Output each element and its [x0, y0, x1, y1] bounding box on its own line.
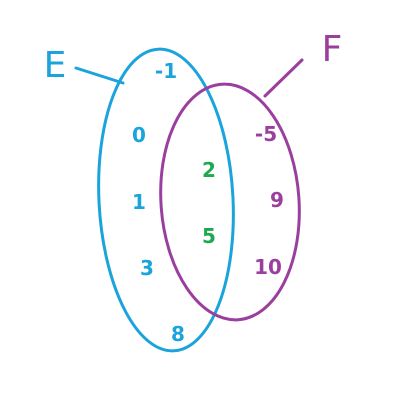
element-both: 5 — [202, 224, 216, 248]
set-e-pointer-line — [74, 66, 125, 85]
set-e-label: E — [44, 45, 67, 86]
element-e-only: 1 — [132, 190, 146, 214]
element-f-only: 10 — [254, 255, 282, 279]
element-e-only: -1 — [155, 59, 177, 83]
element-e-only: 8 — [171, 322, 185, 346]
element-e-only: 3 — [140, 256, 154, 280]
set-f-label: F — [322, 29, 343, 70]
element-f-only: -5 — [255, 122, 277, 146]
set-f-pointer-line — [263, 58, 304, 98]
element-e-only: 0 — [132, 123, 146, 147]
set-e-ellipse — [97, 47, 235, 353]
element-both: 2 — [202, 158, 216, 182]
element-f-only: 9 — [270, 188, 284, 212]
set-f-ellipse — [159, 82, 301, 322]
